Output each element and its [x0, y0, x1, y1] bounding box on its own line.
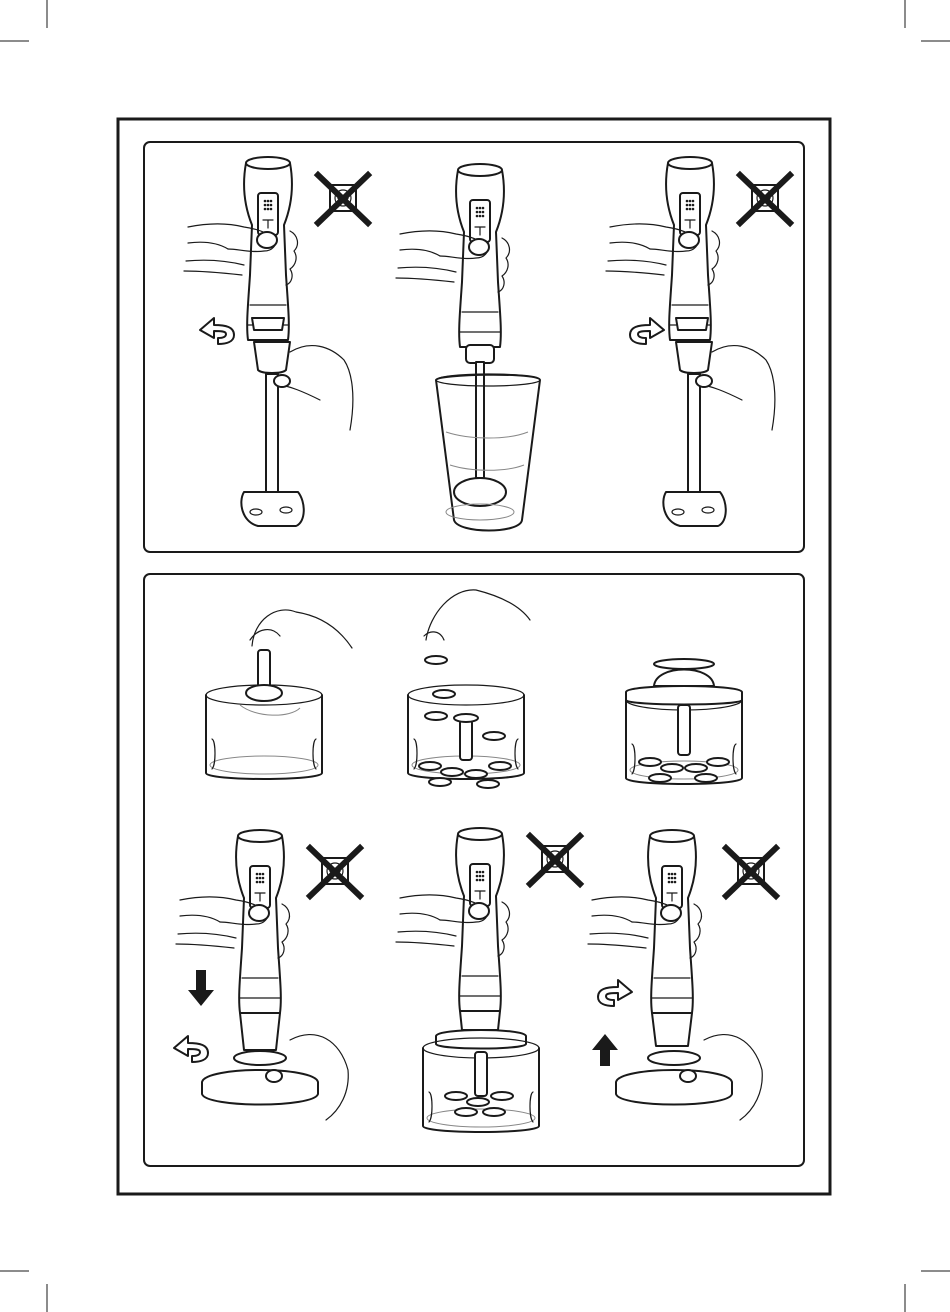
rotate-left-icon — [174, 1036, 208, 1062]
unplugged-warning-icon — [740, 175, 790, 223]
unplugged-warning-icon — [530, 836, 580, 884]
arrow-down-icon — [188, 970, 214, 1006]
unplugged-warning-icon — [318, 175, 368, 223]
step-detach-blender-leg — [184, 157, 368, 526]
step-place-chopper-lid — [626, 659, 742, 784]
rotate-left-icon — [200, 318, 234, 344]
step-attach-blender-leg — [606, 157, 790, 526]
rotate-right-icon — [598, 980, 632, 1006]
unplugged-warning-icon — [310, 848, 360, 896]
arrow-up-icon — [592, 1034, 618, 1066]
step-add-food-pieces — [408, 590, 530, 788]
step-insert-chopper-blade — [206, 610, 352, 779]
rotate-right-icon — [630, 318, 664, 344]
step-lower-motor-onto-lid — [174, 830, 360, 1120]
step-blend-in-beaker — [396, 164, 540, 531]
step-chop — [396, 828, 580, 1132]
unplugged-warning-icon — [726, 848, 776, 896]
step-lift-motor-off-lid — [588, 830, 776, 1120]
